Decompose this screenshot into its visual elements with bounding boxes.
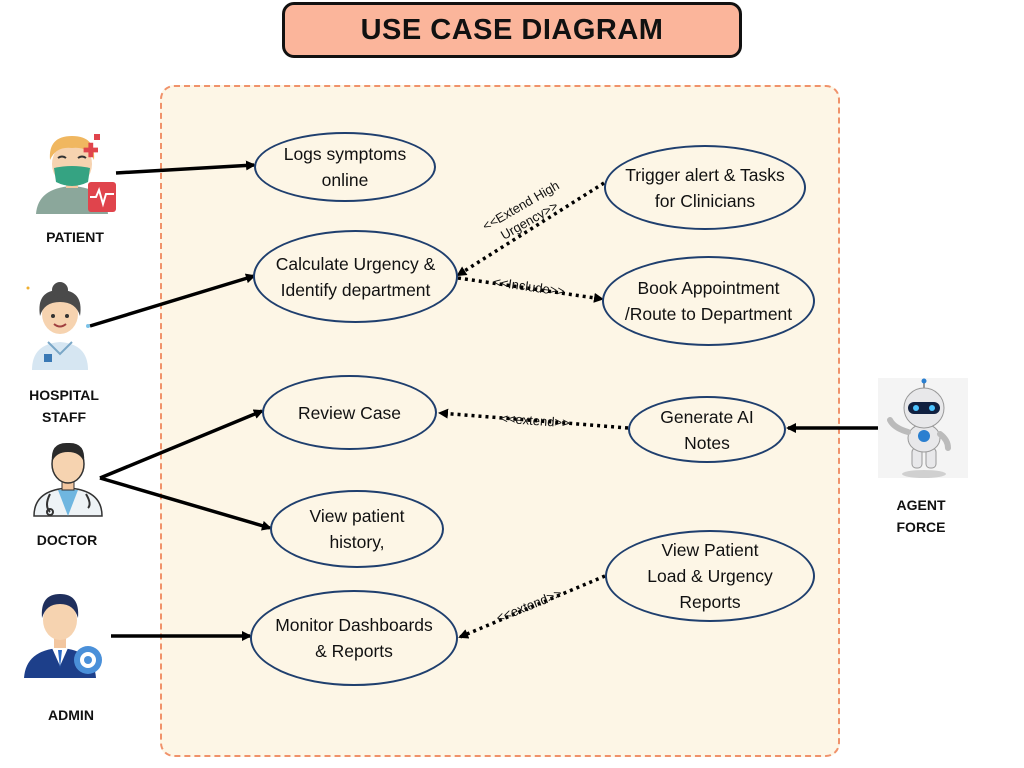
doctor-to-view-history-arrow — [99, 476, 272, 531]
actor-agent-force-label: AGENT FORCE — [896, 497, 946, 535]
patient-to-logs-symptoms-arrow — [115, 160, 256, 175]
actor-hospital-staff-label: HOSPITAL STAFF — [29, 387, 99, 425]
include-line — [457, 276, 604, 303]
admin-icon — [24, 594, 102, 678]
actor-doctor-label: DOCTOR — [36, 532, 98, 548]
use-case-calculate-urgency: Calculate Urgency &Identify department — [253, 230, 458, 323]
extend-high-urgency-line — [456, 181, 605, 277]
extend-reports-line — [458, 574, 606, 639]
actor-admin-label: ADMIN — [48, 707, 94, 723]
hospital-staff-icon — [26, 282, 90, 370]
robot-icon — [878, 378, 968, 478]
use-case-review-case: Review Case — [262, 375, 437, 450]
use-case-book-appointment: Book Appointment/Route to Department — [602, 256, 815, 346]
actor-patient-label: PATIENT — [46, 229, 104, 245]
doctor-to-review-case-arrow — [99, 409, 264, 480]
diagram-title: USE CASE DIAGRAM — [360, 13, 664, 46]
doctor-icon — [33, 442, 103, 517]
staff-to-calculate-urgency-arrow — [89, 273, 256, 328]
use-case-monitor-dashboards: Monitor Dashboards& Reports — [250, 590, 458, 686]
patient-icon — [36, 134, 116, 214]
diagram-title-box: USE CASE DIAGRAM — [282, 2, 742, 58]
